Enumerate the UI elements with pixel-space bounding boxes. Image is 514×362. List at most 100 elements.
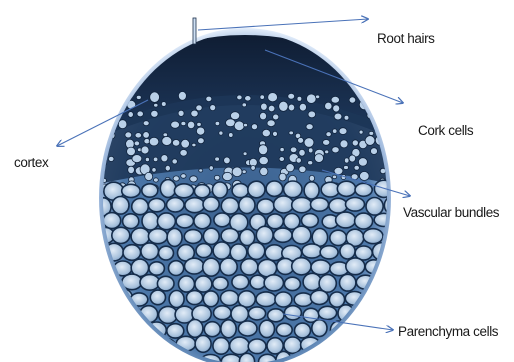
cell	[296, 158, 301, 163]
cell	[150, 92, 160, 103]
label-parenchyma-cells: Parenchyma cells	[398, 325, 498, 339]
cell	[173, 176, 179, 181]
cell	[262, 129, 270, 136]
cell	[308, 161, 313, 165]
cell	[389, 149, 395, 154]
cell	[355, 183, 372, 196]
cell	[385, 106, 391, 112]
cell	[136, 95, 141, 99]
cell	[215, 157, 220, 161]
cell	[89, 305, 105, 321]
cell	[176, 214, 193, 228]
cell	[203, 197, 219, 212]
cell	[332, 129, 337, 134]
cell	[237, 95, 242, 100]
cell	[266, 181, 283, 196]
cell	[289, 131, 294, 135]
cell	[309, 175, 314, 181]
cell	[137, 111, 143, 117]
cell	[196, 105, 202, 111]
cell	[320, 246, 338, 259]
cell	[232, 275, 249, 289]
cell	[299, 166, 306, 173]
cell	[245, 96, 251, 101]
cell	[112, 353, 132, 362]
cell	[239, 197, 255, 214]
cell	[268, 93, 278, 102]
cell	[340, 274, 356, 291]
cell	[203, 228, 219, 244]
cell	[178, 110, 184, 116]
cell	[161, 155, 168, 162]
cell	[267, 120, 275, 127]
cell	[376, 276, 393, 292]
cell	[214, 175, 220, 180]
cell	[312, 320, 327, 337]
cell	[132, 155, 142, 163]
cell	[181, 174, 186, 179]
cell	[284, 277, 300, 290]
cell	[111, 96, 115, 100]
cell	[169, 291, 184, 308]
cell	[346, 258, 365, 275]
cell	[292, 226, 311, 244]
cell	[261, 103, 268, 110]
cell	[153, 157, 158, 162]
cell	[167, 324, 184, 338]
cell	[221, 291, 239, 306]
cell	[161, 102, 166, 107]
cell	[178, 92, 186, 101]
cell	[231, 305, 248, 322]
cell	[123, 214, 139, 229]
cell	[275, 292, 292, 307]
cell	[374, 304, 390, 322]
cell	[108, 156, 114, 161]
cell	[192, 143, 196, 147]
cell	[280, 148, 284, 152]
cell	[160, 180, 176, 198]
cell	[132, 199, 149, 215]
cell	[288, 93, 295, 99]
cell	[145, 172, 153, 180]
cell	[128, 166, 135, 173]
cell	[165, 165, 170, 171]
cell	[140, 275, 160, 291]
cell	[344, 166, 349, 170]
cell	[159, 246, 174, 260]
cell	[358, 158, 367, 166]
cell	[284, 337, 301, 353]
cell	[221, 228, 239, 243]
cell	[195, 185, 210, 198]
cell	[311, 198, 329, 211]
cell	[355, 213, 373, 229]
cell	[260, 95, 265, 100]
cell	[298, 138, 304, 144]
root-hair	[193, 18, 196, 44]
cell	[169, 261, 184, 276]
cell	[181, 121, 186, 125]
cell	[162, 137, 172, 146]
cell	[184, 230, 202, 244]
cell	[203, 291, 218, 307]
cell	[274, 228, 293, 242]
cell	[273, 114, 279, 120]
cell	[297, 96, 302, 101]
cell	[336, 212, 356, 228]
cell	[267, 214, 283, 229]
cell	[195, 336, 211, 353]
cell	[214, 213, 230, 227]
cell	[294, 293, 312, 306]
cell	[256, 226, 273, 244]
cell	[220, 258, 237, 275]
cell	[132, 353, 151, 362]
cell	[284, 181, 302, 198]
cell	[257, 199, 274, 214]
cell	[198, 138, 205, 144]
cell	[167, 228, 182, 246]
cell	[334, 113, 342, 120]
cell	[264, 275, 283, 291]
cell	[273, 131, 278, 136]
cell	[385, 290, 401, 304]
label-root-hairs: Root hairs	[377, 32, 435, 46]
cell	[142, 184, 158, 197]
